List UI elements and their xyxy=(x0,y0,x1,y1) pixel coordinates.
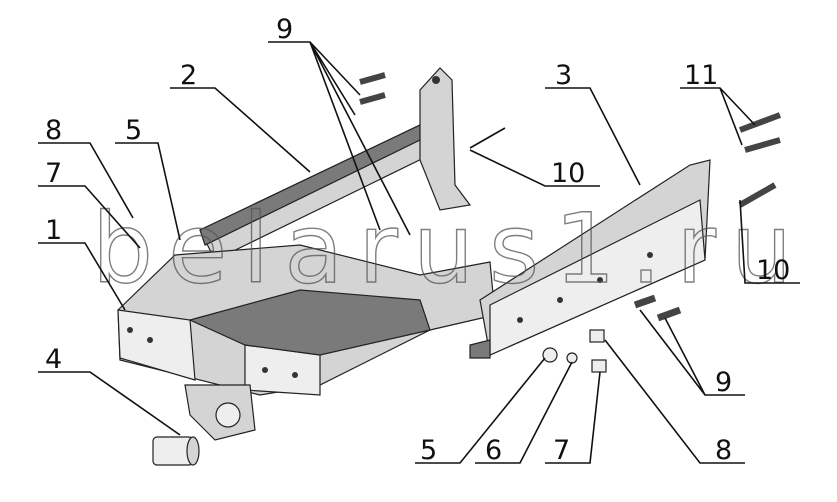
bolts xyxy=(359,72,782,373)
callout-4: 4 xyxy=(45,344,62,375)
part-1-front-frame xyxy=(117,244,496,441)
callout-1: 1 xyxy=(45,215,62,246)
callout-5-bottom: 5 xyxy=(420,435,437,466)
callout-8-left: 8 xyxy=(45,115,62,146)
callout-5-left: 5 xyxy=(125,115,142,146)
part-4-bushing xyxy=(152,436,200,466)
callout-9-top: 9 xyxy=(276,14,293,45)
callouts: 9 2 3 11 8 5 7 10 1 10 4 9 5 6 7 8 xyxy=(38,14,800,466)
callout-2: 2 xyxy=(180,60,197,91)
part-3-right-rail xyxy=(469,159,711,359)
callout-10-top: 10 xyxy=(551,158,585,189)
callout-11: 11 xyxy=(684,60,718,91)
callout-7-left: 7 xyxy=(45,158,62,189)
part-2-left-rail xyxy=(199,67,472,261)
callout-3: 3 xyxy=(555,60,572,91)
callout-9-right: 9 xyxy=(715,367,732,398)
watermark: belarus1.ru xyxy=(92,193,792,305)
callout-6: 6 xyxy=(485,435,502,466)
callout-10-right: 10 xyxy=(756,255,790,286)
callout-7-bottom: 7 xyxy=(553,435,570,466)
callout-8-bottom: 8 xyxy=(715,435,732,466)
